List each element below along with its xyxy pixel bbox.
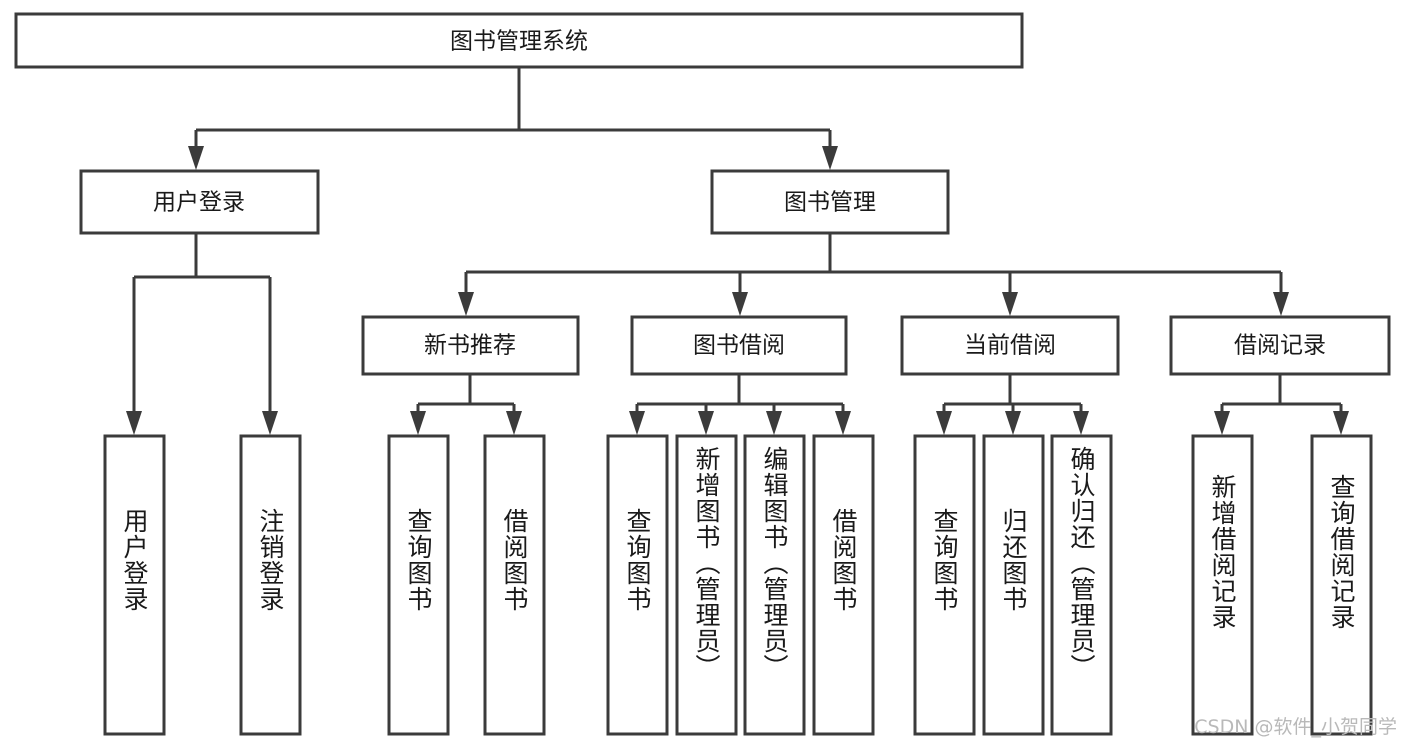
node-new-book-recommend-label: 新书推荐 [424, 333, 516, 359]
connector-new-book-recommend-to-leaves [410, 374, 522, 435]
leaf-boxes-group [103, 434, 1373, 736]
arrow-head-leaf-borrow-book-2 [835, 411, 851, 435]
node-borrow-record-label: 借阅记录 [1234, 333, 1326, 359]
leaf-box-query-book-3[interactable] [913, 434, 976, 736]
arrow-head-leaf-query-record [1333, 411, 1349, 435]
arrow-head-book-management [822, 146, 838, 170]
leaf-box-return-book[interactable] [982, 434, 1045, 736]
node-borrow-record-box[interactable] [1169, 315, 1391, 376]
connector-book-borrow-to-leaves [629, 374, 851, 435]
node-book-management-label: 图书管理 [784, 190, 876, 216]
arrow-head-leaf-edit-book [766, 411, 782, 435]
leaf-box-add-book[interactable] [675, 434, 738, 736]
arrow-head-leaf-add-record [1214, 411, 1230, 435]
node-current-borrow-box[interactable] [900, 315, 1120, 376]
leaf-box-borrow-book-1[interactable] [483, 434, 546, 736]
leaf-box-confirm-return[interactable] [1050, 434, 1113, 736]
node-user-login-box[interactable] [79, 169, 320, 235]
node-borrow-record[interactable]: 借阅记录 [1169, 315, 1391, 376]
arrow-head-leaf-query-book-3 [936, 411, 952, 435]
arrow-head-borrow-record [1273, 292, 1289, 316]
node-book-management-box[interactable] [710, 169, 950, 235]
arrow-head-leaf-return-book [1005, 411, 1021, 435]
leaf-box-borrow-book-2[interactable] [812, 434, 875, 736]
leaf-box-logout-login[interactable] [239, 434, 302, 736]
arrow-head-leaf-confirm-return [1073, 411, 1089, 435]
arrow-head-leaf-borrow-book-1 [506, 411, 522, 435]
arrow-head-leaf-query-book-2 [629, 411, 645, 435]
leaf-box-query-record[interactable] [1310, 434, 1373, 736]
leaf-box-edit-book[interactable] [743, 434, 806, 736]
node-book-borrow-box[interactable] [630, 315, 848, 376]
node-user-login[interactable]: 用户登录 [79, 169, 320, 235]
node-book-borrow[interactable]: 图书借阅 [630, 315, 848, 376]
arrow-head-user-login [188, 146, 204, 170]
arrow-head-leaf-add-book [698, 411, 714, 435]
arrow-head-leaf-user-login [126, 411, 142, 435]
node-new-book-recommend[interactable]: 新书推荐 [361, 315, 580, 376]
arrow-head-new-book-recommend [458, 292, 474, 316]
node-new-book-recommend-box[interactable] [361, 315, 580, 376]
connector-current-borrow-to-leaves [936, 374, 1089, 435]
node-root[interactable]: 图书管理系统 [14, 12, 1024, 69]
arrow-head-book-borrow [732, 292, 748, 316]
leaf-box-add-record[interactable] [1191, 434, 1254, 736]
node-book-borrow-label: 图书借阅 [693, 333, 785, 359]
connector-user-login-to-leaves [126, 234, 278, 435]
node-user-login-label: 用户登录 [153, 190, 245, 216]
leaf-box-query-book-1[interactable] [387, 434, 450, 736]
node-current-borrow-label: 当前借阅 [964, 333, 1056, 359]
leaf-box-user-login[interactable] [103, 434, 166, 736]
node-root-box[interactable] [14, 12, 1024, 69]
arrow-head-leaf-logout-login [262, 411, 278, 435]
leaf-box-query-book-2[interactable] [606, 434, 669, 736]
node-current-borrow[interactable]: 当前借阅 [900, 315, 1120, 376]
connector-borrow-record-to-leaves [1214, 374, 1349, 435]
node-root-label: 图书管理系统 [450, 29, 588, 55]
arrow-head-current-borrow [1002, 292, 1018, 316]
connector-root-to-level1 [188, 67, 838, 170]
node-book-management[interactable]: 图书管理 [710, 169, 950, 235]
arrow-head-leaf-query-book-1 [410, 411, 426, 435]
connector-book-management-to-level2 [458, 234, 1289, 316]
